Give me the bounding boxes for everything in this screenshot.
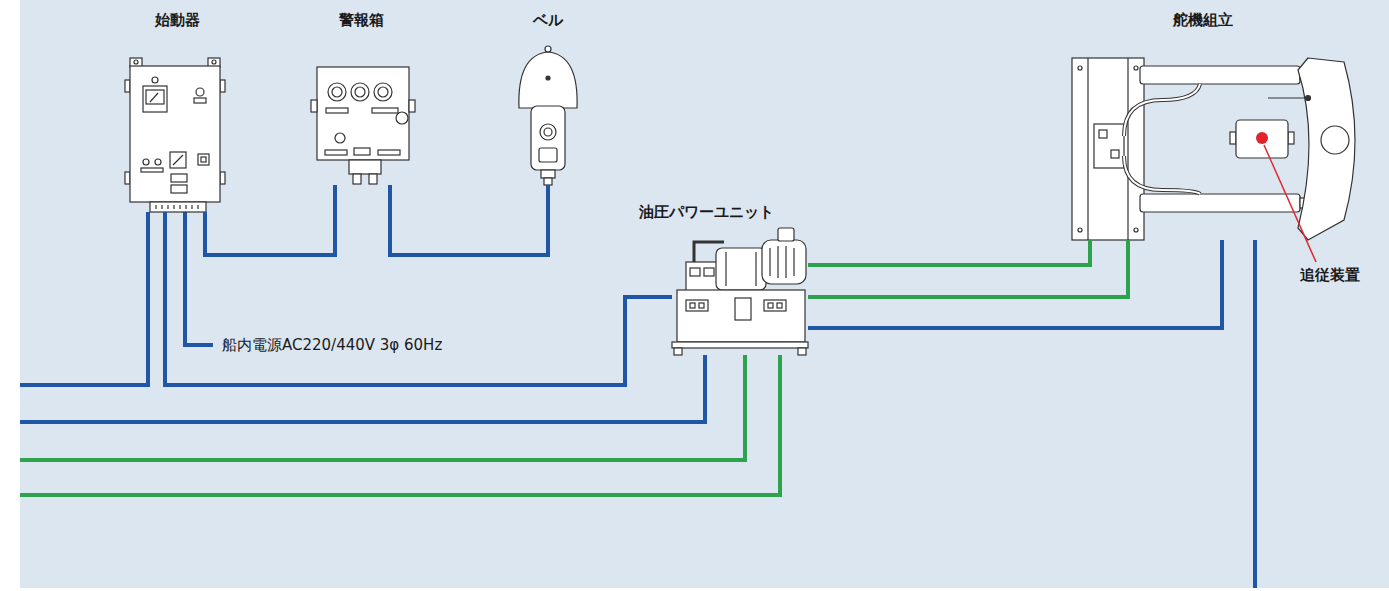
device-heading: 警報箱 xyxy=(339,11,384,29)
device-node: 始動器 xyxy=(128,58,222,212)
cable xyxy=(185,212,213,345)
steering-gear-figure xyxy=(1072,58,1355,240)
device-heading: 油圧パワーユニット xyxy=(639,203,774,221)
alarm-box-figure xyxy=(311,67,415,184)
cable-connector xyxy=(808,240,1222,328)
pipe xyxy=(20,355,745,460)
cable xyxy=(1253,240,1257,588)
starter-figure xyxy=(125,58,225,212)
device-node: 舵機組立 xyxy=(1068,50,1362,240)
power-supply-label: 船内電源AC220/440V 3φ 60Hz xyxy=(222,336,442,354)
pipe xyxy=(20,355,780,495)
cable-connector xyxy=(808,240,1128,297)
ground-panel xyxy=(20,0,1389,588)
device-node: 油圧パワーユニット xyxy=(672,228,808,355)
cable-connector xyxy=(165,212,672,385)
device-node: ベル xyxy=(515,45,581,185)
cable-connector xyxy=(808,240,1090,265)
device-heading: ベル xyxy=(533,11,563,29)
cable-connector xyxy=(390,185,548,255)
device-heading: 舵機組立 xyxy=(1173,11,1233,29)
follow-up-marker xyxy=(1256,132,1268,144)
device-node: 警報箱 xyxy=(315,65,411,185)
cable-connector xyxy=(205,185,335,255)
cable xyxy=(20,212,148,385)
part-name: 追従装置 xyxy=(1300,266,1360,284)
leader-line xyxy=(1264,145,1316,262)
device-heading: 始動器 xyxy=(155,11,200,29)
loose-wires xyxy=(20,212,1255,588)
power-unit-figure xyxy=(672,228,808,355)
cable xyxy=(20,355,705,422)
bell-figure xyxy=(519,46,577,185)
